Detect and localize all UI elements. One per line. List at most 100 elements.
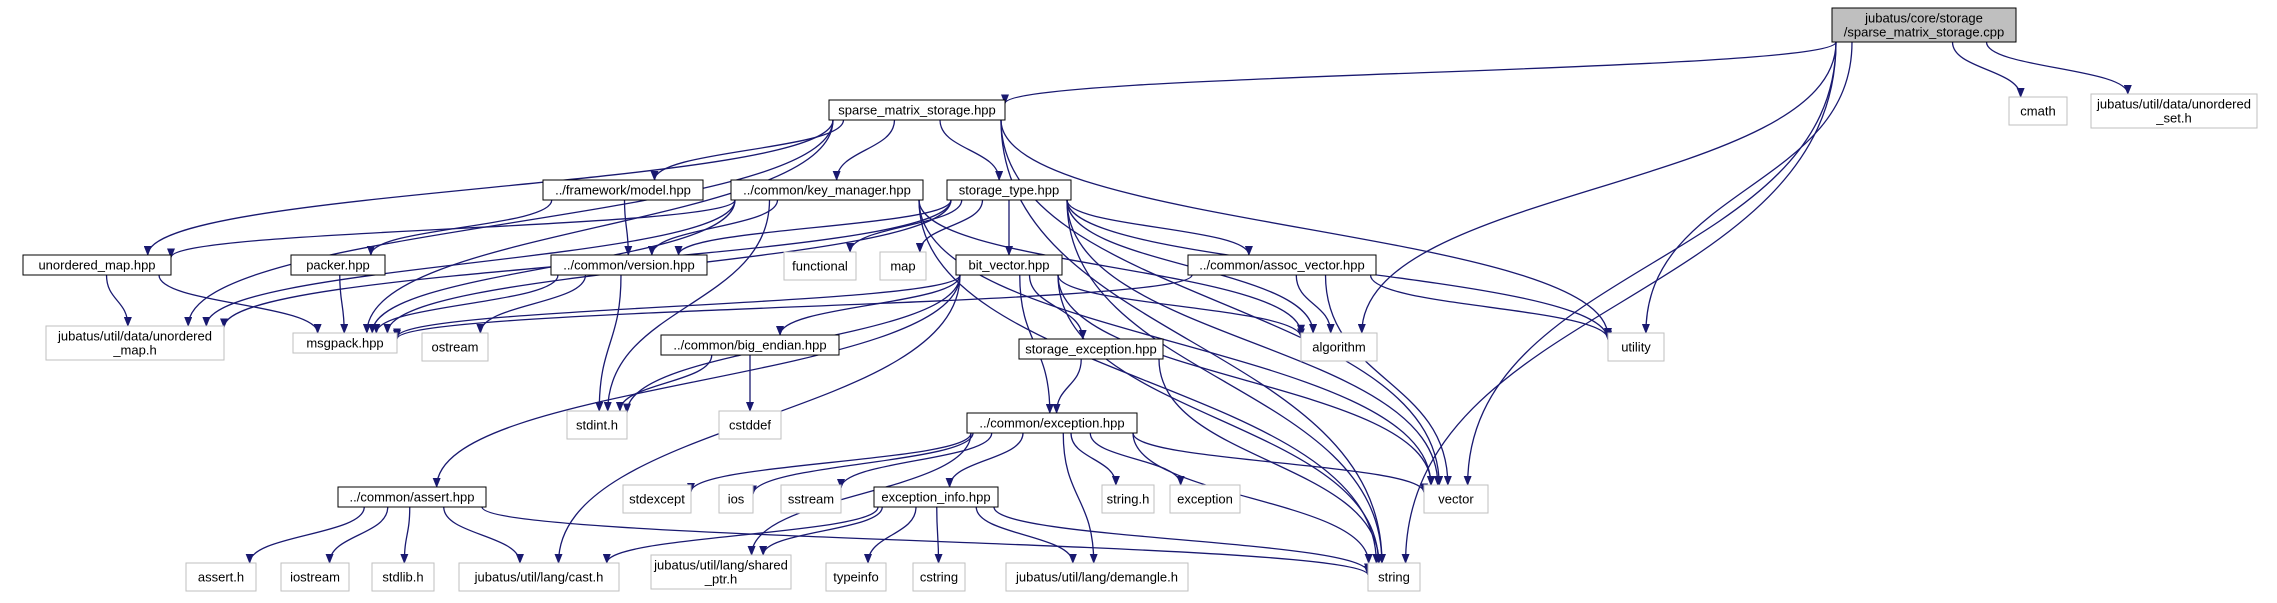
node-label: stdexcept [629, 491, 685, 506]
node-label: string [1378, 569, 1410, 584]
node-version[interactable]: ../common/version.hpp [550, 254, 708, 276]
node-box [966, 412, 1138, 434]
node-umap[interactable]: unordered_map.hpp [22, 254, 172, 276]
node-label: packer.hpp [306, 257, 370, 272]
edge-stype-to-vector [1066, 199, 1442, 486]
edge-bigendian-to-stdint [615, 354, 713, 412]
edge-exception-to-string [1132, 432, 1373, 564]
edge-assocvec-to-utility [1369, 274, 1612, 341]
edge-storexc-to-exception [1052, 358, 1082, 414]
node-functional: functional [783, 251, 857, 281]
node-label: jubatus/util/lang/shared [653, 557, 788, 572]
edge-bitvec-to-storexc [1028, 274, 1087, 340]
node-box [185, 562, 257, 592]
edge-model-to-version [623, 199, 633, 256]
node-box [730, 179, 924, 201]
node-box [566, 410, 628, 440]
edge-version-to-stdint [595, 274, 622, 412]
node-exception[interactable]: ../common/exception.hpp [966, 412, 1138, 434]
node-label: vector [1438, 491, 1474, 506]
node-label: bit_vector.hpp [969, 257, 1050, 272]
node-stype[interactable]: storage_type.hpp [946, 179, 1072, 201]
node-label: string.h [1107, 491, 1150, 506]
node-label: jubatus/core/storage [1864, 10, 1983, 25]
edge-assocvec-to-algorithm [1295, 274, 1335, 334]
node-stdlib: stdlib.h [371, 562, 435, 592]
node-model[interactable]: ../framework/model.hpp [542, 179, 704, 201]
edge-assert-to-asserth [245, 506, 365, 564]
node-box [2008, 96, 2068, 126]
node-bitvec[interactable]: bit_vector.hpp [955, 254, 1063, 276]
node-assocvec[interactable]: ../common/assoc_vector.hpp [1187, 254, 1377, 276]
edge-sms-to-msgpack [362, 119, 834, 334]
node-bigendian[interactable]: ../common/big_endian.hpp [660, 334, 840, 356]
node-box [718, 410, 782, 440]
edge-assert-to-string [481, 506, 1372, 577]
node-label: ios [728, 491, 745, 506]
node-label: jubatus/util/lang/demangle.h [1015, 569, 1178, 584]
edge-exception-to-excinfo [945, 432, 1024, 488]
node-label: storage_exception.hpp [1025, 341, 1157, 356]
node-box [622, 484, 692, 514]
node-label: unordered_map.hpp [38, 257, 155, 272]
node-box [825, 562, 887, 592]
edge-exception-to-stdexcept [687, 432, 972, 493]
edge-sms-to-model [650, 119, 845, 181]
edge-assert-to-iostream [325, 506, 389, 564]
node-packer[interactable]: packer.hpp [290, 254, 386, 276]
node-label: functional [792, 258, 848, 273]
edge-bitvec-to-msgpack [393, 274, 961, 339]
node-box [1831, 7, 2017, 43]
node-box [1300, 332, 1378, 362]
node-cstddef: cstddef [718, 410, 782, 440]
node-box [458, 562, 620, 592]
edge-assocvec-to-vector [1324, 274, 1452, 486]
node-keymgr[interactable]: ../common/key_manager.hpp [730, 179, 924, 201]
edge-excinfo-to-demangle [975, 506, 1077, 564]
edge-umap-to-msgpack [158, 274, 322, 334]
node-box [1607, 332, 1665, 362]
node-box [292, 332, 398, 354]
node-sms[interactable]: sparse_matrix_storage.hpp [828, 99, 1006, 121]
edge-umap-to-umaph [105, 274, 132, 327]
node-label: msgpack.hpp [306, 335, 383, 350]
node-label: algorithm [1312, 339, 1365, 354]
node-label: ../common/assoc_vector.hpp [1199, 257, 1364, 272]
node-iostream: iostream [280, 562, 350, 592]
node-assert[interactable]: ../common/assert.hpp [337, 486, 487, 508]
node-box [1018, 338, 1164, 360]
node-storexc[interactable]: storage_exception.hpp [1018, 338, 1164, 360]
edge-bitvec-to-algorithm [1057, 274, 1305, 339]
node-box [873, 486, 999, 508]
node-box [1101, 484, 1155, 514]
edges-layer [105, 41, 2132, 577]
edge-packer-to-msgpack [339, 274, 349, 334]
node-label: sstream [788, 491, 834, 506]
node-box [1169, 484, 1241, 514]
node-label: ostream [432, 339, 479, 354]
edge-bitvec-to-vector [1057, 274, 1436, 486]
node-box [2090, 93, 2258, 129]
node-label: utility [1621, 339, 1651, 354]
node-box [650, 554, 792, 590]
node-typeinfo: typeinfo [825, 562, 887, 592]
node-label: ../common/big_endian.hpp [673, 337, 826, 352]
node-label: _set.h [2155, 110, 2191, 125]
edge-keymgr-to-string [918, 199, 1381, 564]
node-label: exception [1177, 491, 1233, 506]
edge-root-to-vector [1463, 41, 1837, 486]
node-demangle: jubatus/util/lang/demangle.h [1005, 562, 1189, 592]
node-label: ../common/assert.hpp [350, 489, 475, 504]
edge-assert-to-stdlib [400, 506, 411, 564]
node-label: cstring [920, 569, 958, 584]
node-label: stdlib.h [382, 569, 423, 584]
node-root[interactable]: jubatus/core/storage/sparse_matrix_stora… [1831, 7, 2017, 43]
node-box [879, 251, 927, 281]
node-excinfo[interactable]: exception_info.hpp [873, 486, 999, 508]
node-label: exception_info.hpp [881, 489, 990, 504]
node-utility: utility [1607, 332, 1665, 362]
edge-exception-to-sstream [837, 432, 993, 490]
node-label: storage_type.hpp [959, 182, 1059, 197]
node-box [421, 332, 489, 362]
node-box [45, 325, 225, 361]
